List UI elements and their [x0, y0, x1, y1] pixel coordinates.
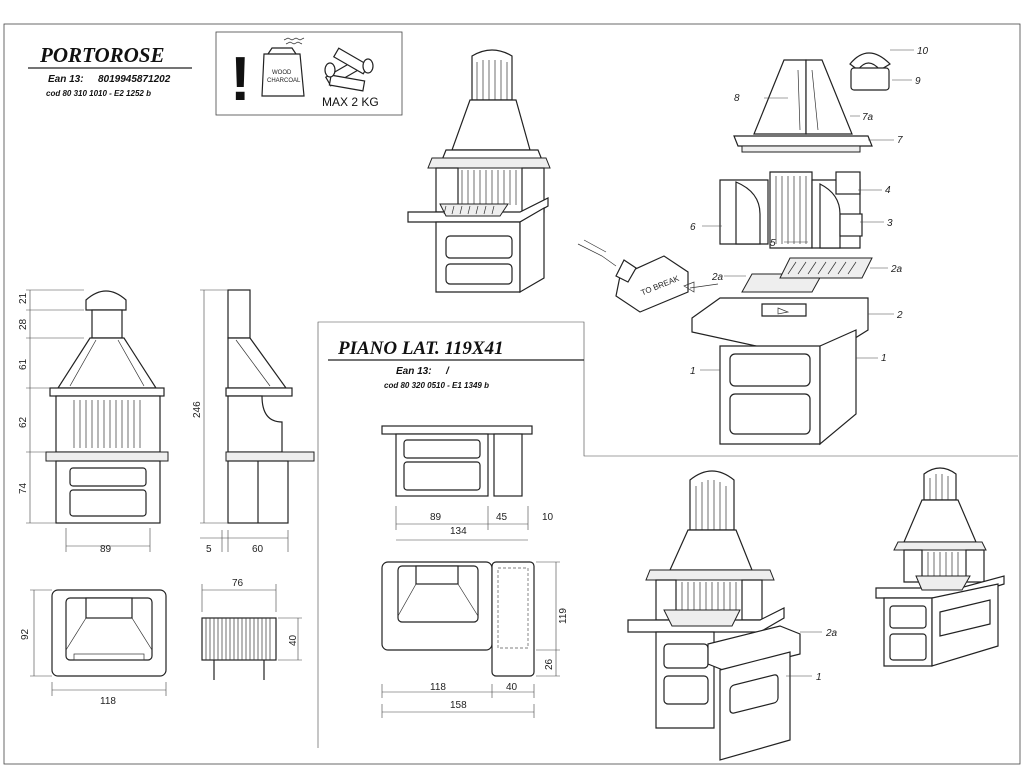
portorose-title: PORTOROSE: [39, 43, 164, 67]
grill-plate-view: 76 40: [201, 578, 302, 680]
wood-logs-icon: [324, 47, 374, 92]
dim-plan-depth: 92: [20, 628, 31, 640]
dim-height-seg-4: 62: [18, 416, 29, 428]
piano-front-view: 89 45 10 134: [381, 425, 554, 541]
callout-1-left: 1: [690, 366, 696, 377]
charcoal-bag-icon: WOOD CHARCOAL: [261, 37, 305, 97]
portorose-header: PORTOROSE Ean 13: 8019945871202 cod 80 3…: [28, 43, 192, 98]
piano-ean-label: Ean 13:: [396, 366, 432, 377]
dim-piano-front-a: 89: [430, 512, 442, 523]
dim-side-depth: 60: [252, 544, 264, 555]
barbecue-with-side-table: 2a 1: [627, 470, 838, 761]
piano-code: cod 80 320 0510 - E1 1349 b: [384, 381, 489, 390]
portorose-front-view: 21 28 61 62 74 89: [18, 289, 169, 555]
max-load-label: MAX 2 KG: [322, 95, 379, 109]
callout-1-right: 1: [881, 353, 887, 364]
callout-6: 6: [690, 222, 696, 233]
dim-piano-plan-a: 118: [430, 682, 446, 693]
barbecue-perspective-main: [407, 49, 551, 294]
portorose-side-view: 246 5 60: [192, 289, 315, 555]
svg-text:CHARCOAL: CHARCOAL: [267, 78, 301, 84]
callout-2: 2: [896, 310, 903, 321]
dim-grill-depth: 40: [288, 634, 299, 646]
callout-10: 10: [917, 46, 929, 57]
svg-text:WOOD: WOOD: [272, 70, 292, 76]
exploded-view: TO BREAK 10 9 8 7a 7 4 6 3 5 2a 2a 2 1 1: [577, 46, 929, 446]
callout-7: 7: [897, 135, 903, 146]
section-divider-piano: [317, 321, 1018, 748]
dim-piano-front-c: 10: [542, 512, 554, 523]
portorose-ean-value: 8019945871202: [98, 74, 171, 85]
dim-height-seg-3: 61: [18, 358, 29, 370]
callout-4: 4: [885, 185, 891, 196]
callout-5: 5: [770, 238, 776, 249]
dim-height-seg-1: 21: [18, 292, 29, 304]
piano-header: PIANO LAT. 119X41 Ean 13: / cod 80 320 0…: [328, 338, 584, 390]
barbecue-perspective-small: [875, 467, 1005, 667]
portorose-code: cod 80 310 1010 - E2 1252 b: [46, 89, 151, 98]
warning-exclamation: !: [230, 45, 251, 114]
assembly-callout-1: 1: [816, 672, 822, 683]
callout-2a-left: 2a: [711, 272, 724, 283]
dim-piano-plan-b: 40: [506, 682, 518, 693]
dim-height-seg-2: 28: [18, 318, 29, 330]
callout-3: 3: [887, 218, 893, 229]
dim-piano-plan-side: 26: [544, 658, 555, 670]
break-tool-icon: TO BREAK: [577, 239, 689, 313]
callout-2a-right: 2a: [890, 264, 903, 275]
dim-grill-width: 76: [232, 578, 244, 589]
piano-title: PIANO LAT. 119X41: [337, 338, 504, 359]
piano-plan-view: 118 40 158 119 26: [381, 561, 569, 718]
portorose-plan-view: 92 118: [20, 589, 167, 707]
dim-plan-width: 118: [100, 696, 116, 707]
dim-height-seg-5: 74: [18, 482, 29, 494]
dim-piano-plan-depth: 119: [558, 608, 569, 624]
callout-8: 8: [734, 93, 740, 104]
assembly-callout-2a: 2a: [825, 628, 838, 639]
warning-box: [215, 31, 403, 116]
dim-side-offset: 5: [206, 544, 212, 555]
piano-ean-value: /: [445, 366, 450, 377]
dim-piano-front-total: 134: [450, 526, 467, 537]
callout-7a: 7a: [862, 112, 874, 123]
dim-piano-front-b: 45: [496, 512, 508, 523]
sheet-border: [3, 23, 1021, 765]
charcoal-warning: ! WOOD CHARCOAL MAX 2 KG: [215, 31, 403, 116]
dim-total-height: 246: [192, 401, 203, 418]
dim-piano-plan-total: 158: [450, 700, 467, 711]
callout-9: 9: [915, 76, 921, 87]
dim-front-width: 89: [100, 544, 112, 555]
portorose-ean-label: Ean 13:: [48, 74, 84, 85]
